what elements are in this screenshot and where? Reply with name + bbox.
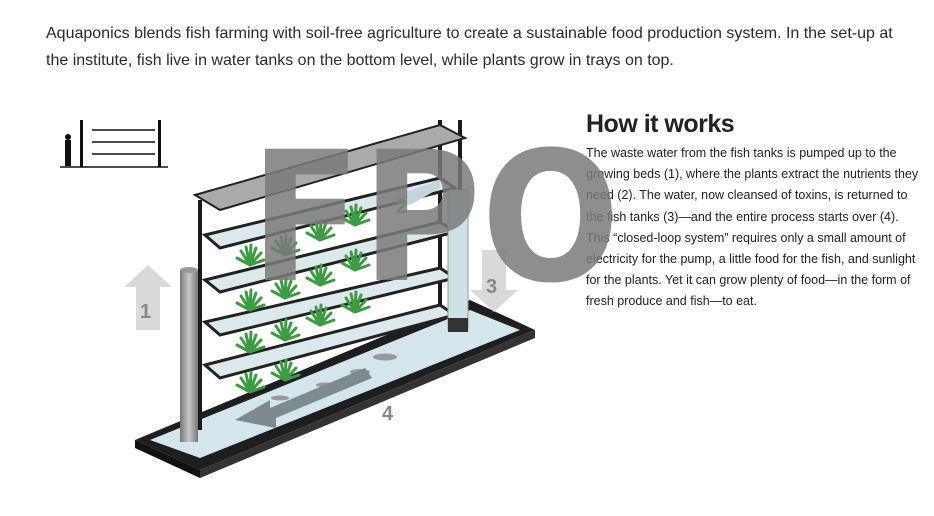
growing-tray xyxy=(201,176,459,380)
pump-pipe xyxy=(180,267,198,442)
arrow-right-icon xyxy=(390,180,440,205)
how-it-works-panel: How it works The waste water from the fi… xyxy=(586,110,921,313)
step-label-1: 1 xyxy=(140,301,151,323)
top-shelf xyxy=(192,123,468,212)
section-title: How it works xyxy=(586,110,735,138)
return-pipe xyxy=(447,189,469,332)
step-label-2: 2 xyxy=(396,196,407,218)
arrow-left-icon xyxy=(235,368,372,428)
intro-text: Aquaponics blends fish farming with soil… xyxy=(46,25,893,69)
step-label-3: 3 xyxy=(486,276,497,298)
step-label-4: 4 xyxy=(382,403,394,425)
section-body: The waste water from the fish tanks is p… xyxy=(586,146,919,309)
arrow-down-icon xyxy=(470,250,518,312)
scale-figure-icon xyxy=(60,120,168,168)
arrow-up-icon xyxy=(124,265,172,330)
